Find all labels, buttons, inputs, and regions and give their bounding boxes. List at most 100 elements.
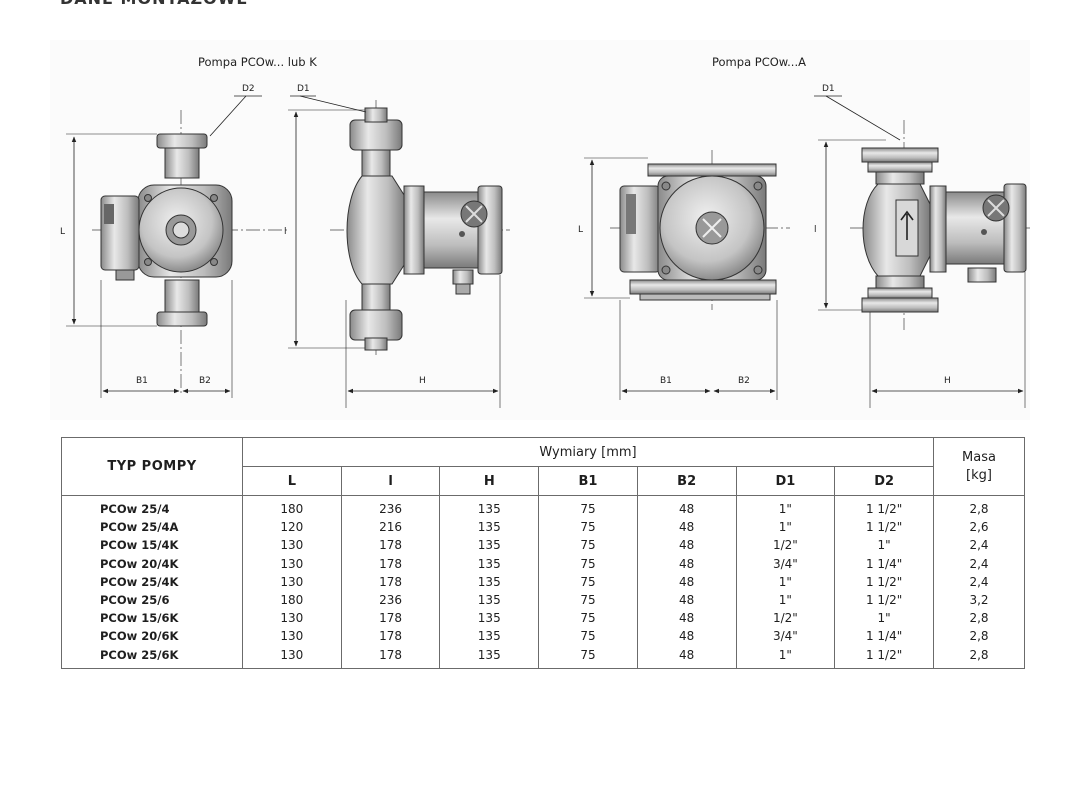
column-D1: 1"1"1/2"3/4"1"1"1/2"3/4"1" — [735, 495, 836, 669]
table-cell: PCOw 25/4K — [100, 574, 179, 589]
table-cell: 135 — [477, 611, 501, 626]
column-header: H — [439, 466, 540, 496]
table-cell: 1" — [778, 647, 792, 662]
table-cell: 1" — [778, 502, 792, 516]
left-pump-side-view — [330, 100, 510, 355]
table-cell: 178 — [379, 647, 402, 662]
table-cell: PCOw 15/6K — [100, 611, 179, 626]
left-b2-label: B2 — [199, 376, 211, 386]
table-cell: 2,6 — [969, 520, 989, 535]
mass-header-line1: Masa — [962, 449, 996, 465]
column-header: L — [242, 466, 342, 496]
mass-header: Masa [kg] — [933, 437, 1025, 496]
table-cell: 130 — [280, 629, 304, 644]
table-cell: 1" — [778, 593, 792, 608]
table-cell: 130 — [280, 647, 304, 662]
dimensions-header: Wymiary [mm] — [242, 437, 934, 467]
table-cell: 3/4" — [772, 556, 798, 571]
right-b2-label: B2 — [738, 376, 750, 386]
right-pump-front-view — [610, 150, 790, 310]
table-cell: 48 — [679, 556, 695, 571]
table-cell: 75 — [580, 629, 596, 644]
table-cell: 135 — [477, 629, 501, 644]
table-cell: 75 — [580, 611, 596, 626]
table-cell: 180 — [280, 502, 304, 516]
installation-diagrams: DANE MONTAŻOWE Pompa PCOw... lub K D2 — [60, 0, 1030, 408]
column-D2: 1 1/2"1 1/2"1"1 1/4"1 1/2"1 1/2"1"1 1/4"… — [834, 495, 934, 669]
table-cell: 135 — [477, 502, 501, 516]
table-cell: PCOw 20/4K — [100, 556, 179, 571]
table-cell: 2,8 — [969, 647, 989, 662]
table-cell: 135 — [477, 556, 501, 571]
table-cell: 75 — [580, 556, 596, 571]
table-cell: 178 — [379, 629, 402, 644]
table-cell: 48 — [679, 593, 695, 608]
left-d1-label: D1 — [297, 84, 310, 94]
table-cell: 1" — [877, 538, 891, 553]
table-cell: 48 — [679, 611, 695, 626]
table-cell: 75 — [580, 574, 596, 589]
column-header: D1 — [735, 466, 836, 496]
left-l-small-label: l — [284, 227, 287, 237]
mass-header-line2: [kg] — [966, 467, 992, 483]
table-cell: 2,4 — [969, 574, 989, 589]
table-cell: 135 — [477, 574, 501, 589]
table-cell: PCOw 25/4A — [100, 520, 179, 535]
table-cell: 120 — [280, 520, 304, 535]
right-l-label: L — [578, 225, 583, 235]
left-l-label: L — [60, 227, 65, 237]
left-diagram-title: Pompa PCOw... lub K — [198, 55, 317, 69]
table-cell: 178 — [379, 574, 402, 589]
table-cell: 236 — [379, 593, 402, 608]
table-cell: 178 — [379, 611, 402, 626]
right-h-label: H — [944, 376, 951, 386]
table-cell: 48 — [679, 502, 695, 516]
table-cell: 48 — [679, 629, 695, 644]
table-cell: 48 — [679, 538, 695, 553]
table-cell: 1/2" — [772, 538, 798, 553]
table-cell: PCOw 20/6K — [100, 629, 179, 644]
right-diagram-title: Pompa PCOw...A — [712, 55, 806, 69]
table-cell: 75 — [580, 520, 596, 535]
left-h-label: H — [419, 376, 426, 386]
table-cell: 75 — [580, 538, 596, 553]
column-header: D2 — [834, 466, 934, 496]
table-cell: 1 1/2" — [865, 502, 903, 516]
column-header: B1 — [538, 466, 638, 496]
table-cell: PCOw 25/6K — [100, 647, 179, 662]
column-header: l — [340, 466, 441, 496]
table-cell: 1" — [778, 574, 792, 589]
table-cell: 130 — [280, 538, 304, 553]
right-d1-label: D1 — [822, 84, 835, 94]
table-cell: 75 — [580, 647, 596, 662]
right-pump-side-view — [850, 120, 1030, 330]
table-cell: 135 — [477, 538, 501, 553]
table-cell: 2,4 — [969, 556, 989, 571]
table-cell: 48 — [679, 520, 695, 535]
table-cell: 216 — [379, 520, 402, 535]
table-cell: 130 — [280, 556, 304, 571]
table-cell: 178 — [379, 538, 402, 553]
left-pump-front-view — [92, 110, 290, 395]
right-b1-label: B1 — [660, 376, 672, 386]
table-cell: 1" — [778, 520, 792, 535]
table-cell: PCOw 25/4 — [100, 502, 170, 516]
left-b1-label: B1 — [136, 376, 148, 386]
table-cell: 48 — [679, 574, 695, 589]
table-cell: 130 — [280, 611, 304, 626]
left-d2-label: D2 — [242, 84, 255, 94]
table-cell: 1 1/4" — [865, 556, 903, 571]
table-cell: 3,2 — [969, 593, 989, 608]
table-cell: PCOw 25/6 — [100, 593, 170, 608]
column-header: B2 — [636, 466, 737, 496]
right-l-small-label: l — [814, 225, 817, 235]
table-cell: 180 — [280, 593, 304, 608]
